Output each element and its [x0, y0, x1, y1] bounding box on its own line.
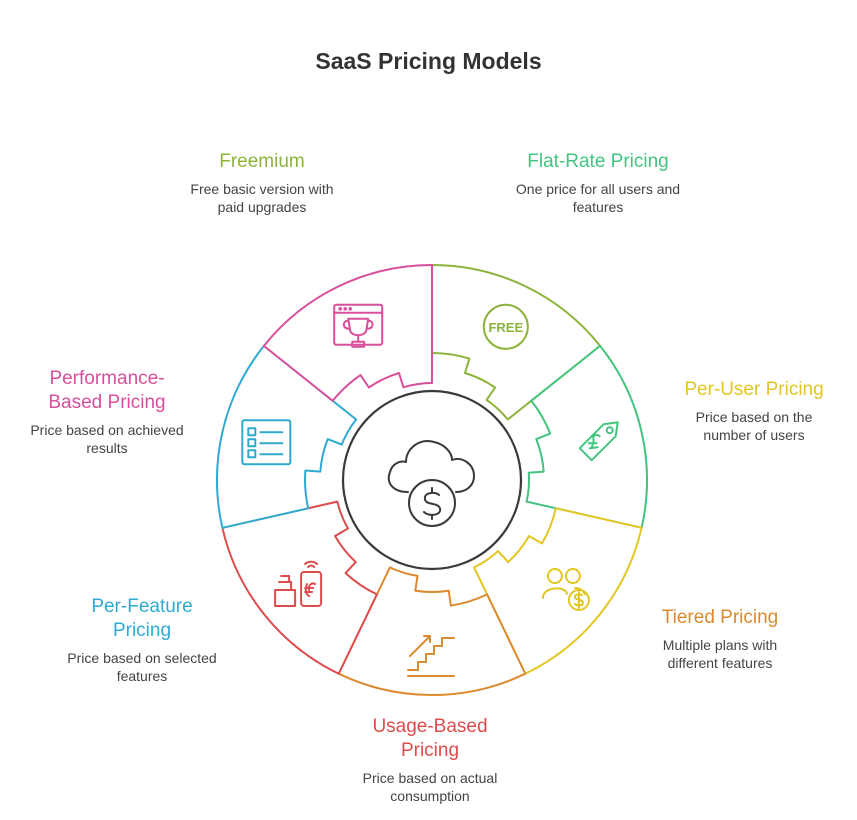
segment-tiered — [337, 566, 527, 696]
segment-performance — [262, 264, 433, 402]
users-dollar-icon — [541, 568, 590, 611]
per-user-title: Per-User Pricing — [684, 379, 824, 400]
stairs-icon — [407, 635, 455, 677]
per-feature-description: Price based on selected features — [67, 650, 217, 684]
freemium-title: Freemium — [219, 151, 305, 172]
usage-based-title: Usage-Based Pricing — [372, 716, 488, 761]
payment-terminal-icon — [274, 560, 323, 607]
cloud-dollar-icon — [387, 440, 475, 527]
price-tag-icon — [578, 421, 619, 462]
usage-based-description: Price based on actual consumption — [362, 770, 498, 804]
freemium-description: Free basic version with paid upgrades — [190, 181, 334, 215]
per-user-description: Price based on the number of users — [695, 409, 813, 443]
free-badge-text: FREE — [488, 320, 523, 335]
segment-freemium — [431, 264, 602, 421]
flat-rate-description: One price for all users and features — [515, 181, 681, 215]
tiered-description: Multiple plans with different features — [662, 637, 778, 671]
tiered-title: Tiered Pricing — [661, 607, 779, 628]
performance-description: Price based on achieved results — [30, 422, 184, 456]
segment-per-user — [473, 507, 643, 675]
center-hub — [341, 389, 523, 571]
free-badge-icon: FREE — [482, 303, 529, 350]
trophy-browser-icon — [333, 303, 384, 348]
per-feature-title: Per-Feature Pricing — [91, 596, 193, 641]
flat-rate-title: Flat-Rate Pricing — [527, 151, 669, 172]
segment-flat-rate — [525, 344, 648, 529]
checklist-icon — [241, 419, 292, 466]
diagram-title: SaaS Pricing Models — [315, 48, 542, 74]
performance-title: Performance-Based Pricing — [48, 368, 166, 413]
segment-usage-based — [221, 500, 378, 675]
segment-per-feature — [216, 344, 358, 529]
